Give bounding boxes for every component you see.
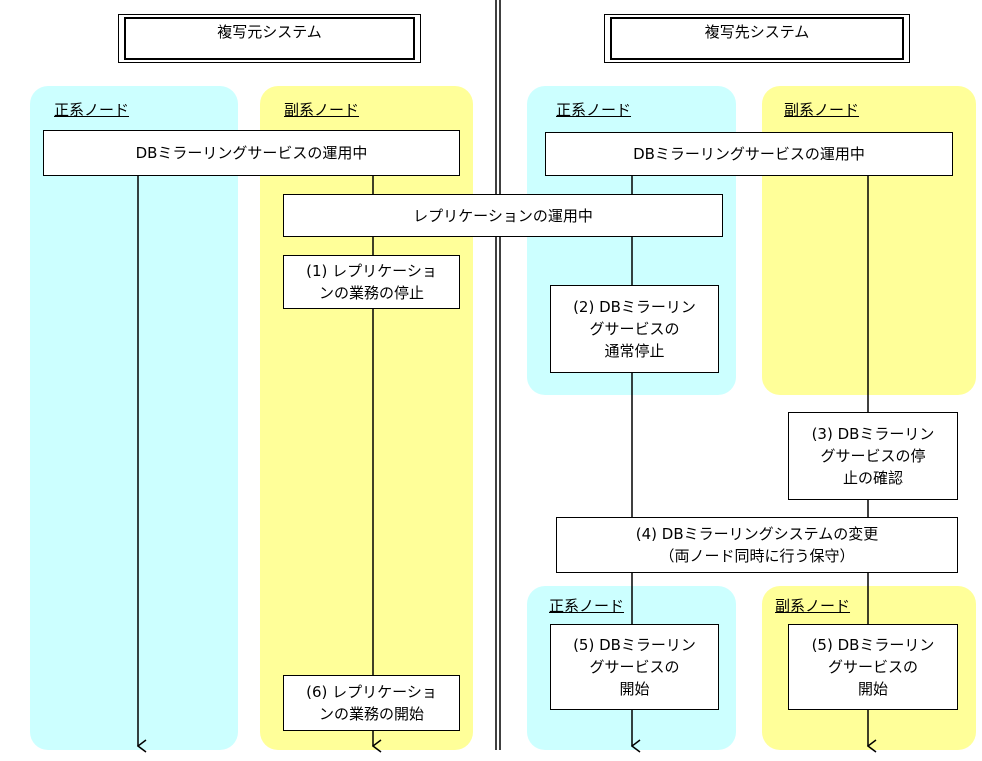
step2-box: (2) DBミラーリン グサービスの 通常停止 bbox=[550, 285, 719, 373]
target-primary-label-lower: 正系ノード bbox=[549, 597, 625, 615]
step3-box: (3) DBミラーリン グサービスの停 止の確認 bbox=[788, 412, 958, 500]
replication-running-box: レプリケーションの運用中 bbox=[283, 194, 723, 237]
step5-secondary-box: (5) DBミラーリン グサービスの 開始 bbox=[788, 624, 958, 710]
step4-box: (4) DBミラーリングシステムの変更 （両ノード同時に行う保守） bbox=[556, 517, 958, 573]
source-primary-label: 正系ノード bbox=[54, 101, 130, 119]
target-db-mirror-running-box: DBミラーリングサービスの運用中 bbox=[545, 132, 953, 176]
source-secondary-label: 副系ノード bbox=[284, 101, 360, 119]
step1-box: (1) レプリケーショ ンの業務の停止 bbox=[283, 255, 460, 309]
target-primary-label: 正系ノード bbox=[556, 101, 632, 119]
step6-box: (6) レプリケーショ ンの業務の開始 bbox=[283, 675, 460, 731]
step5-primary-box: (5) DBミラーリン グサービスの 開始 bbox=[550, 624, 719, 710]
source-db-mirror-running-box: DBミラーリングサービスの運用中 bbox=[43, 130, 460, 176]
target-secondary-label: 副系ノード bbox=[784, 101, 860, 119]
target-title: 複写先システム bbox=[610, 17, 904, 60]
target-secondary-label-lower: 副系ノード bbox=[775, 597, 851, 615]
source-primary-lane bbox=[30, 86, 238, 750]
source-title: 複写元システム bbox=[124, 17, 415, 60]
